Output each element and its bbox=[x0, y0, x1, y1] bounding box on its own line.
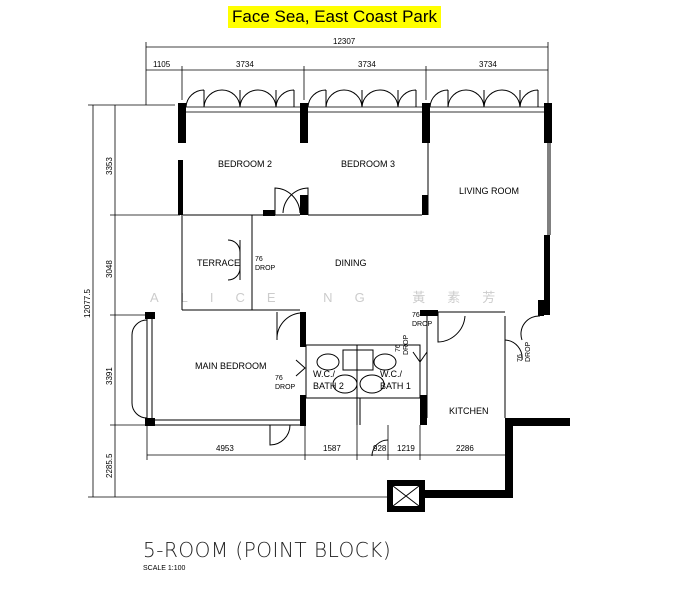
left-dimensions: 12077.5 3353 3048 3391 2285.5 bbox=[83, 104, 390, 498]
partitions bbox=[146, 105, 551, 507]
dim-top-2: 3734 bbox=[236, 60, 254, 69]
dim-bottom-2: 1587 bbox=[323, 444, 341, 453]
dim-top-total: 12307 bbox=[333, 37, 356, 46]
dim-top-4: 3734 bbox=[479, 60, 497, 69]
plan-title: 5-ROOM (POINT BLOCK) bbox=[143, 538, 392, 562]
dim-bottom-3: 928 bbox=[373, 444, 387, 453]
drop-label: DROP bbox=[255, 265, 276, 272]
dim-left-4: 2285.5 bbox=[105, 453, 114, 478]
walls bbox=[145, 103, 570, 512]
dim-top-1: 1105 bbox=[153, 60, 171, 69]
drop-value: 76 bbox=[395, 344, 402, 352]
drop-value: 76 bbox=[412, 312, 420, 319]
room-dining: DINING bbox=[335, 258, 367, 268]
room-living: LIVING ROOM bbox=[459, 186, 519, 196]
watermark: ALICE NG 黃素芳 bbox=[150, 290, 517, 305]
room-bedroom-3: BEDROOM 3 bbox=[341, 159, 395, 169]
drop-label: DROP bbox=[275, 384, 296, 391]
drop-label: DROP bbox=[412, 321, 433, 328]
dim-left-2: 3048 bbox=[105, 260, 114, 278]
dim-bottom-1: 4953 bbox=[216, 444, 234, 453]
doors bbox=[131, 187, 541, 457]
drop-value: 76 bbox=[275, 375, 283, 382]
dim-bottom-5: 2286 bbox=[456, 444, 474, 453]
drop-label: DROP bbox=[403, 334, 410, 355]
bottom-dimensions: 4953 1587 928 1219 2286 bbox=[146, 425, 505, 460]
room-wc-bath-2-b: BATH 2 bbox=[313, 381, 344, 391]
room-wc-bath-1-b: BATH 1 bbox=[380, 381, 411, 391]
drop-value: 76 bbox=[517, 354, 524, 362]
dim-left-1: 3353 bbox=[105, 157, 114, 175]
dim-left-total: 12077.5 bbox=[83, 289, 92, 318]
drop-value: 76 bbox=[255, 256, 263, 263]
dim-top-3: 3734 bbox=[358, 60, 376, 69]
room-kitchen: KITCHEN bbox=[449, 406, 489, 416]
room-main-bedroom: MAIN BEDROOM bbox=[195, 361, 267, 371]
top-dimensions: 12307 1105 3734 3734 3734 bbox=[145, 37, 549, 105]
top-windows bbox=[181, 89, 549, 113]
dim-left-3: 3391 bbox=[105, 367, 114, 385]
plan-caption: Face Sea, East Coast Park bbox=[228, 6, 442, 28]
room-bedroom-2: BEDROOM 2 bbox=[218, 159, 272, 169]
drop-label: DROP bbox=[525, 341, 532, 362]
bath-fixtures bbox=[316, 349, 397, 394]
scale-label: SCALE 1:100 bbox=[143, 565, 186, 572]
room-terrace: TERRACE bbox=[197, 258, 240, 268]
room-wc-bath-2-a: W.C./ bbox=[313, 369, 335, 379]
drop-markers: 76 DROP 76 DROP 76 DROP 76 DROP 76 DROP bbox=[255, 256, 532, 391]
dim-bottom-4: 1219 bbox=[397, 444, 415, 453]
room-wc-bath-1-a: W.C./ bbox=[380, 369, 402, 379]
